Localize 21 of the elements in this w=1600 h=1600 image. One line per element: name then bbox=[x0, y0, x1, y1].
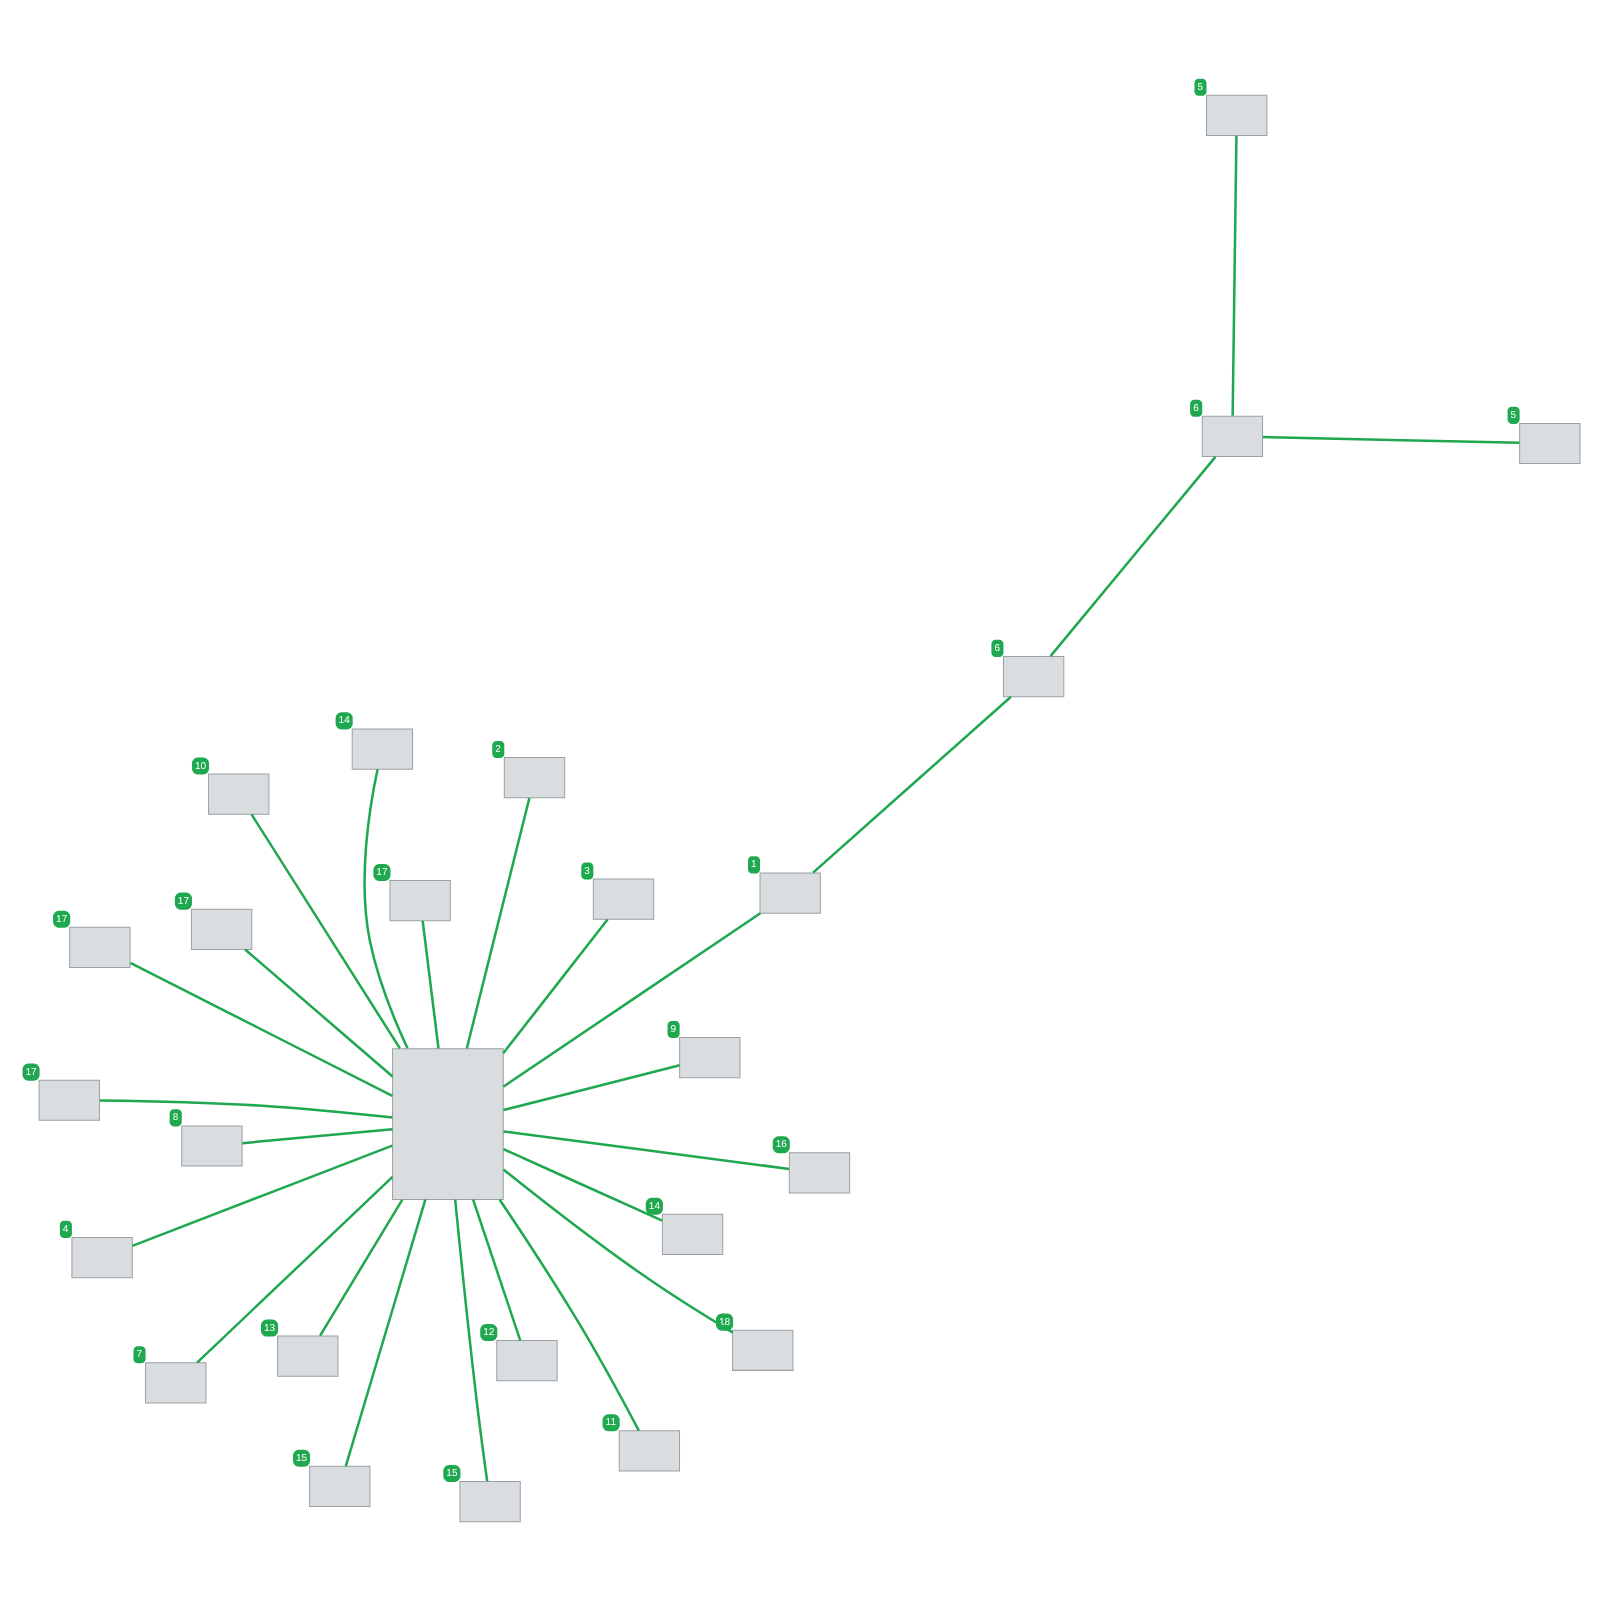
connector bbox=[811, 695, 1011, 874]
connector bbox=[1261, 435, 1519, 445]
connector bbox=[130, 1144, 392, 1248]
connector bbox=[501, 918, 608, 1055]
connector bbox=[464, 797, 530, 1049]
connector bbox=[362, 768, 408, 1049]
connector bbox=[1230, 135, 1237, 416]
connector bbox=[249, 813, 400, 1050]
connector bbox=[420, 920, 439, 1049]
connector bbox=[98, 1099, 392, 1119]
connector bbox=[452, 1199, 488, 1482]
connector bbox=[1048, 456, 1216, 657]
connector bbox=[501, 912, 761, 1088]
connector bbox=[502, 1064, 679, 1112]
connector bbox=[318, 1199, 403, 1337]
connector bbox=[241, 1128, 392, 1145]
connector bbox=[128, 961, 392, 1098]
connector bbox=[195, 1175, 393, 1364]
connector bbox=[243, 948, 393, 1078]
node-box bbox=[391, 1048, 503, 1201]
connector bbox=[343, 1199, 426, 1467]
